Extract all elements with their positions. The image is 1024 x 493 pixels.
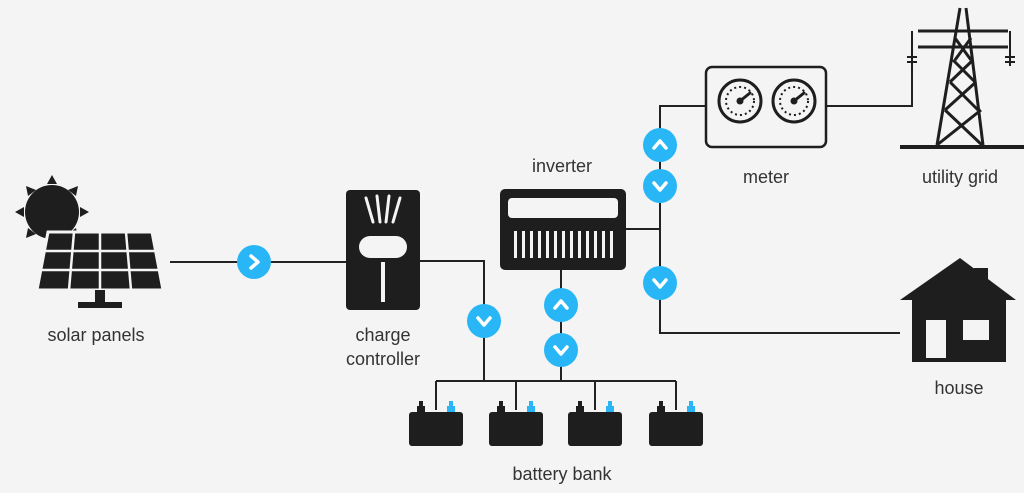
battery-bank-label: battery bank [512, 464, 612, 484]
line-bus [659, 105, 900, 334]
chevron-down-icon [467, 304, 501, 338]
utility-grid-label: utility grid [921, 167, 999, 187]
inverter-label: inverter [531, 156, 593, 176]
charge-controller-label-line2: controller [345, 349, 421, 369]
battery-icon [568, 401, 622, 446]
meter-label: meter [742, 167, 789, 187]
house-icon [900, 258, 1016, 362]
chevron-down-icon [544, 333, 578, 367]
chevron-down-icon [643, 169, 677, 203]
house-label: house [934, 378, 984, 398]
battery-bank [409, 401, 703, 446]
line-controller-to-batteries [420, 260, 485, 381]
solar-panel-icon [15, 175, 165, 308]
charge-controller-label-line1: charge [355, 325, 411, 345]
battery-icon [489, 401, 543, 446]
battery-icon [649, 401, 703, 446]
chevron-up-icon [544, 288, 578, 322]
utility-tower-icon [900, 7, 1024, 149]
chevron-down-icon [643, 266, 677, 300]
line-meter-to-grid [826, 66, 913, 107]
charge-controller-label: charge controller [340, 323, 426, 371]
solar-panels-label: solar panels [47, 325, 145, 345]
charge-controller-icon [346, 190, 420, 310]
chevron-up-icon [643, 128, 677, 162]
inverter-icon [500, 189, 626, 270]
chevron-right-icon [237, 245, 271, 279]
flow-arrows [237, 128, 677, 367]
meter-icon [704, 65, 828, 149]
battery-icon [409, 401, 463, 446]
